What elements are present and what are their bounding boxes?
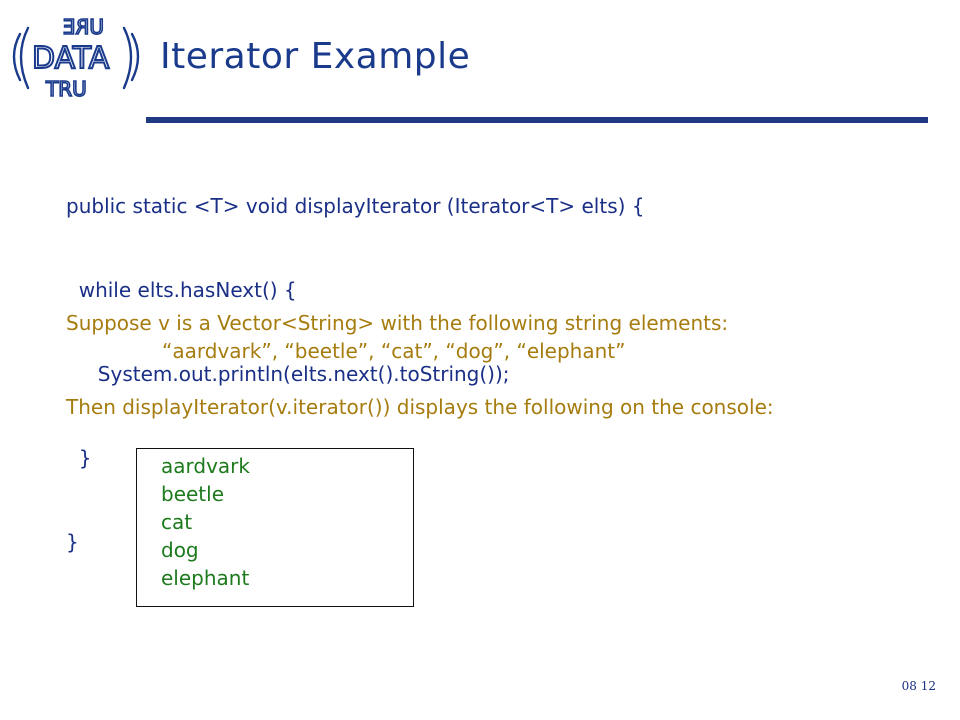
- code-line: }: [66, 446, 92, 470]
- console-line: aardvark: [161, 454, 250, 478]
- logo-text-middle: DATA: [32, 41, 110, 76]
- code-line: while elts.hasNext() {: [66, 278, 297, 302]
- logo-text-bottom: TRU: [45, 77, 87, 101]
- slide-title: Iterator Example: [160, 36, 471, 77]
- console-line: beetle: [161, 482, 225, 506]
- console-line: elephant: [161, 566, 250, 590]
- console-line: cat: [161, 510, 193, 534]
- page-number: 08 12: [901, 679, 936, 693]
- description-elements: “aardvark”, “beetle”, “cat”, “dog”, “ele…: [162, 339, 626, 363]
- logo-text-top: URE: [63, 15, 104, 39]
- data-structures-logo: URE DATA TRU: [12, 14, 140, 102]
- code-line: }: [66, 530, 79, 554]
- code-line: public static <T> void displayIterator (…: [66, 194, 645, 218]
- title-underline: [146, 117, 928, 123]
- description-vector: Suppose v is a Vector<String> with the f…: [66, 311, 729, 335]
- code-line: System.out.println(elts.next().toString(…: [66, 362, 510, 386]
- console-line: dog: [161, 538, 199, 562]
- code-block: public static <T> void displayIterator (…: [66, 136, 645, 584]
- console-output-box: aardvark beetle cat dog elephant: [136, 448, 414, 607]
- description-display: Then displayIterator(v.iterator()) displ…: [66, 395, 774, 419]
